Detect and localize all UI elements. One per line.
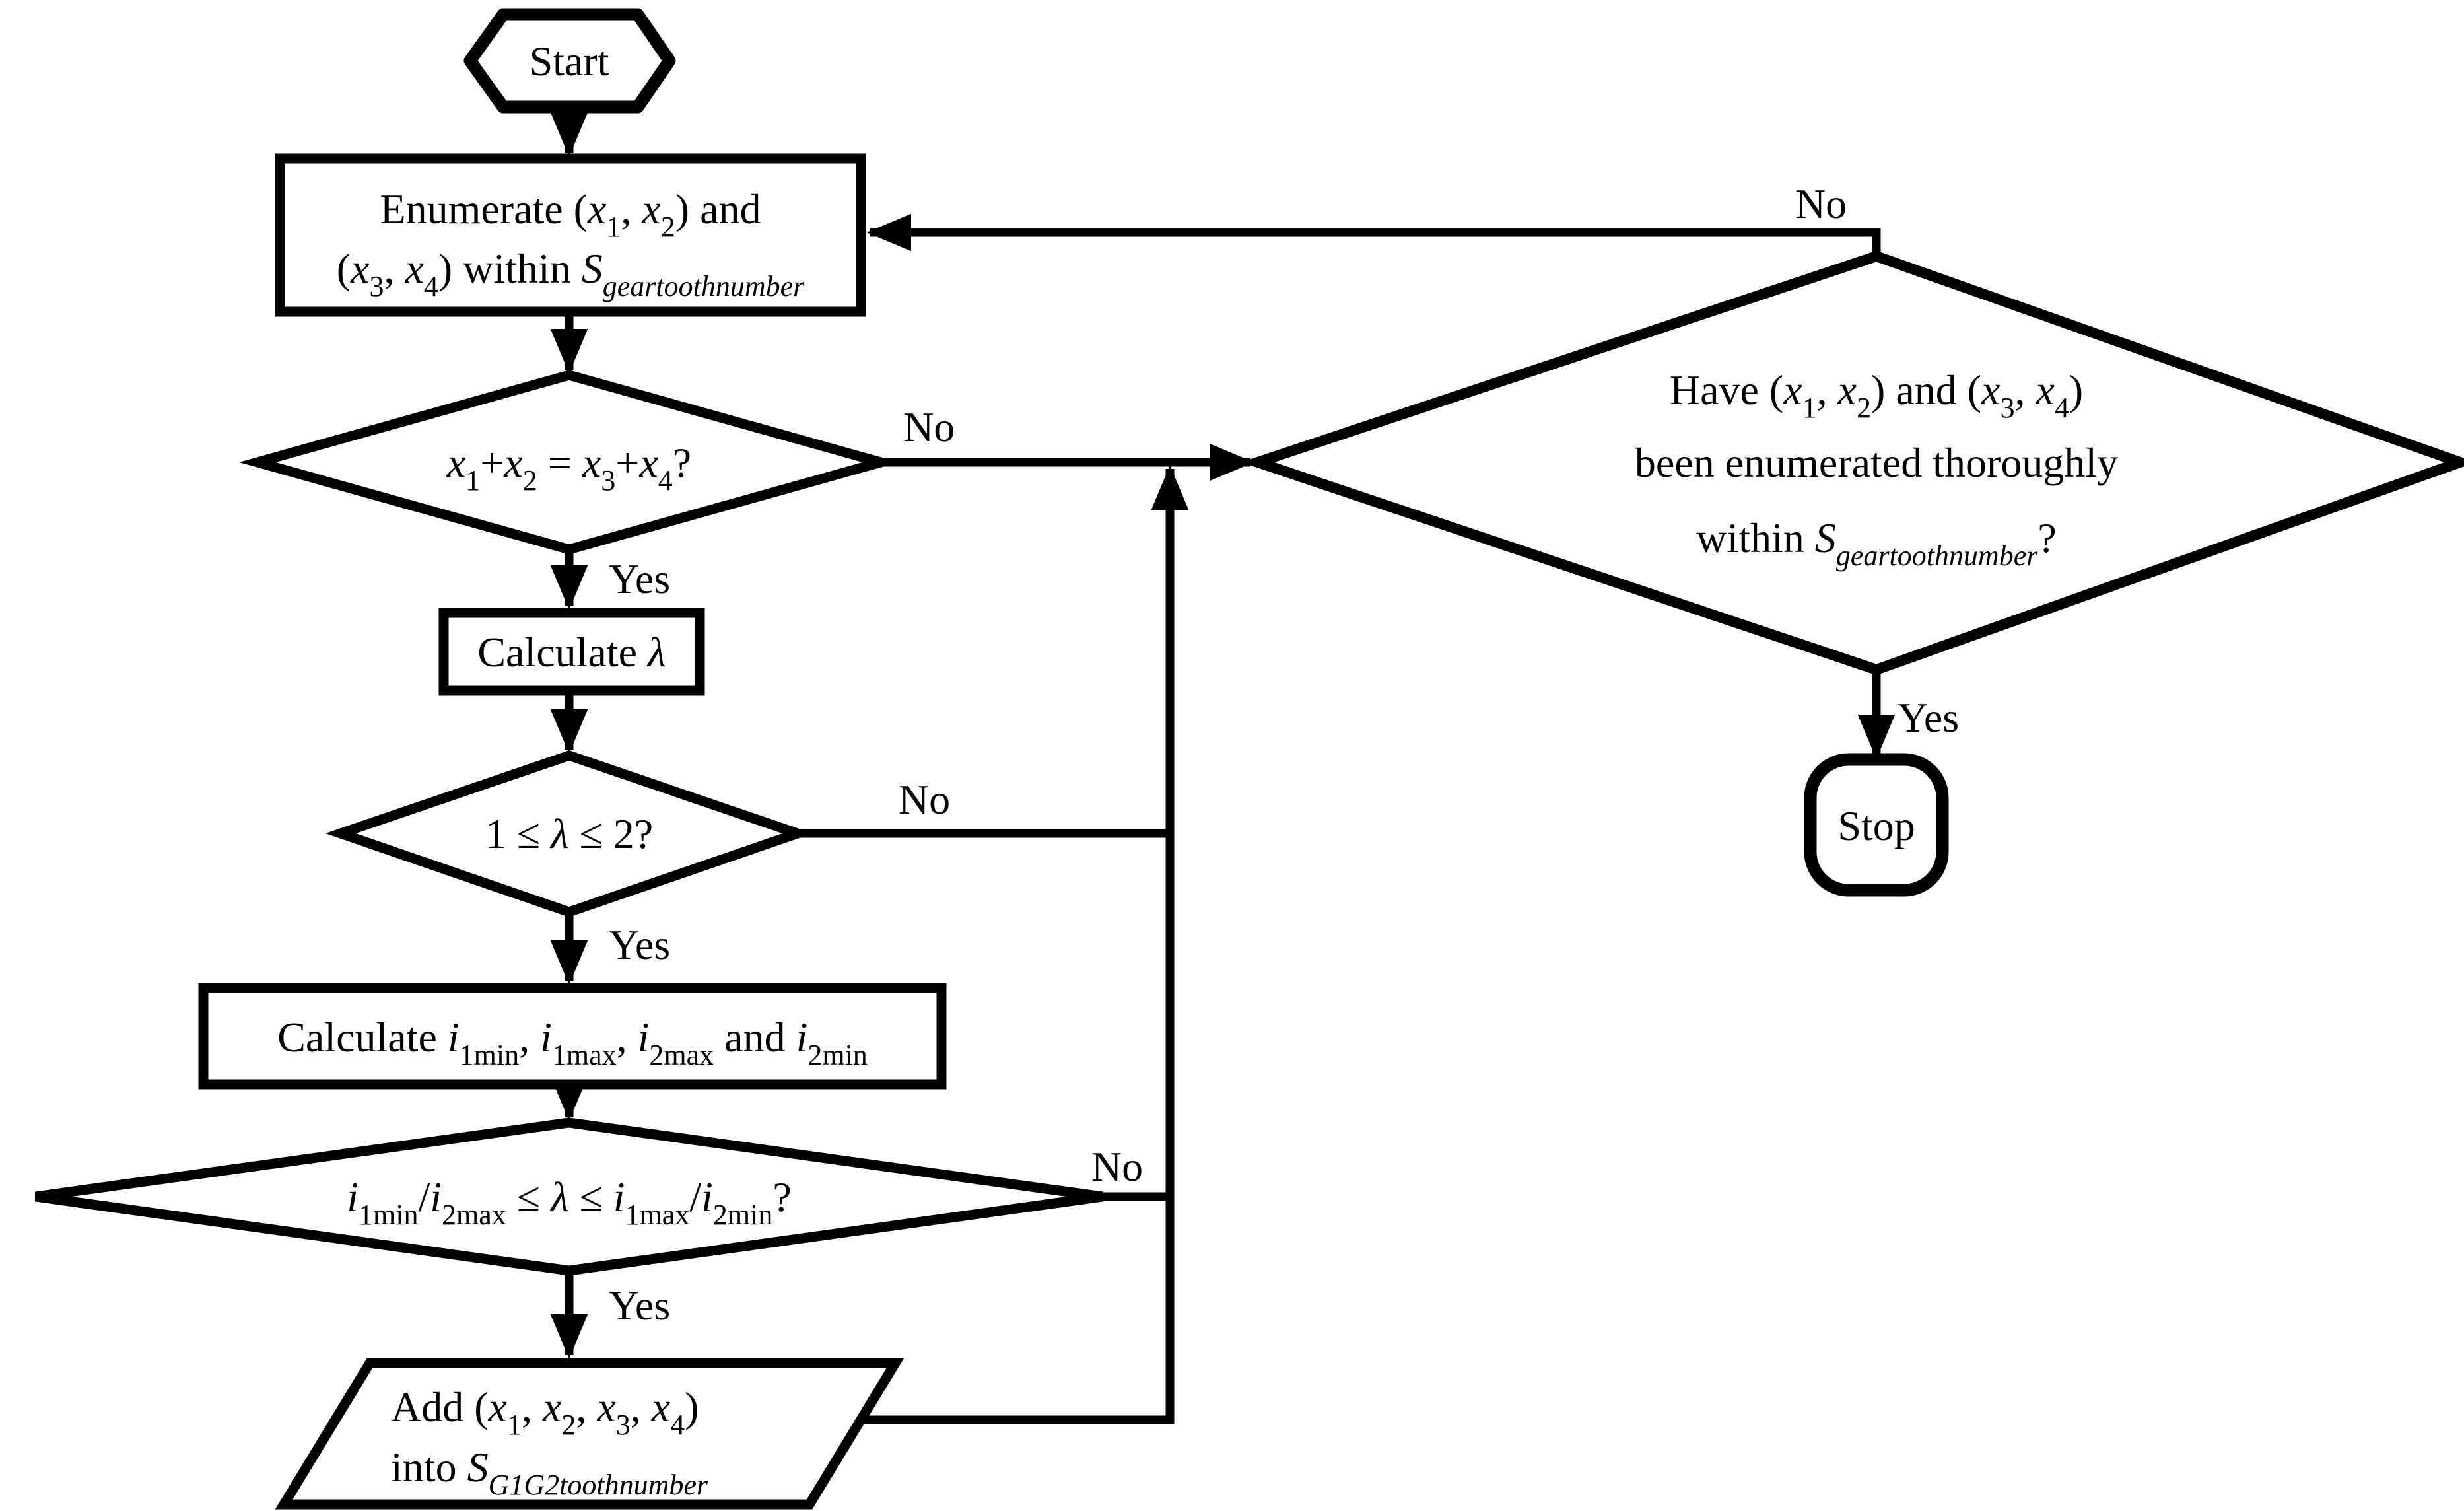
check-lambda-diamond [325, 750, 813, 917]
edge-addresult-return-up [860, 465, 1189, 1424]
check-enumerated-line-1: Have (x1, x2) and (x3, x4) [1670, 367, 2083, 424]
stop-label: Stop [1837, 802, 1915, 849]
label-no-checkratio: No [1091, 1143, 1143, 1190]
node-calc-lambda: Calculate λ [438, 608, 705, 696]
check-enumerated-line-3: within Sgeartoothnumber? [1696, 514, 2057, 572]
add-result-line-1: Add (x1, x2, x3, x4) [391, 1384, 699, 1441]
calc-lambda-label: Calculate λ [477, 629, 666, 676]
calc-i-box [198, 983, 947, 1090]
node-add-result: Add (x1, x2, x3, x4) into SG1G2toothnumb… [275, 1358, 905, 1510]
label-yes-checksum: Yes [609, 555, 670, 602]
check-ratio-diamond [34, 1117, 1104, 1276]
check-sum-label: x1+x2 = x3+x4? [446, 439, 691, 497]
enumerate-line-2: (x3, x4) within Sgeartoothnumber [337, 245, 805, 302]
node-check-ratio: i1min/i2max ≤ λ ≤ i1max/i2min? [34, 1117, 1104, 1276]
enumerate-line-1: Enumerate (x1, x2) and [380, 186, 761, 243]
edge-checkenumerated-no-to-enumerate [866, 213, 1881, 258]
node-calc-i: Calculate i1min, i1max, i2max and i2min [198, 983, 947, 1090]
calc-lambda-box [438, 608, 705, 696]
node-check-sum: x1+x2 = x3+x4? [239, 370, 899, 555]
label-no-checklambda: No [899, 776, 950, 823]
branch-labels: No Yes No Yes No Yes No Yes [609, 180, 1959, 1329]
node-check-lambda: 1 ≤ λ ≤ 2? [325, 750, 813, 917]
node-enumerate: Enumerate (x1, x2) and (x3, x4) within S… [275, 153, 866, 317]
check-lambda-label: 1 ≤ λ ≤ 2? [485, 810, 653, 857]
label-no-checkenumerated: No [1795, 180, 1847, 227]
check-ratio-label: i1min/i2max ≤ λ ≤ i1max/i2min? [347, 1174, 792, 1231]
check-enumerated-line-2: been enumerated thoroughly [1635, 439, 2118, 486]
node-check-enumerated: Have (x1, x2) and (x3, x4) been enumerat… [1241, 250, 2464, 676]
add-result-parallelogram [275, 1358, 905, 1510]
label-yes-checklambda: Yes [609, 921, 670, 968]
flow-edges [550, 108, 1896, 1424]
label-yes-checkenumerated: Yes [1898, 694, 1959, 741]
enumerate-box [275, 153, 866, 317]
node-start: Start [463, 8, 676, 114]
stop-box [1804, 753, 1949, 897]
start-hexagon [463, 8, 676, 114]
label-yes-checkratio: Yes [609, 1282, 670, 1329]
check-enumerated-diamond [1241, 250, 2464, 676]
node-stop: Stop [1804, 753, 1949, 897]
calc-i-label: Calculate i1min, i1max, i2max and i2min [277, 1014, 868, 1071]
label-no-checksum: No [903, 404, 955, 450]
add-result-line-2: into SG1G2toothnumber [391, 1444, 708, 1501]
start-label: Start [530, 38, 609, 85]
check-sum-diamond [239, 370, 899, 555]
